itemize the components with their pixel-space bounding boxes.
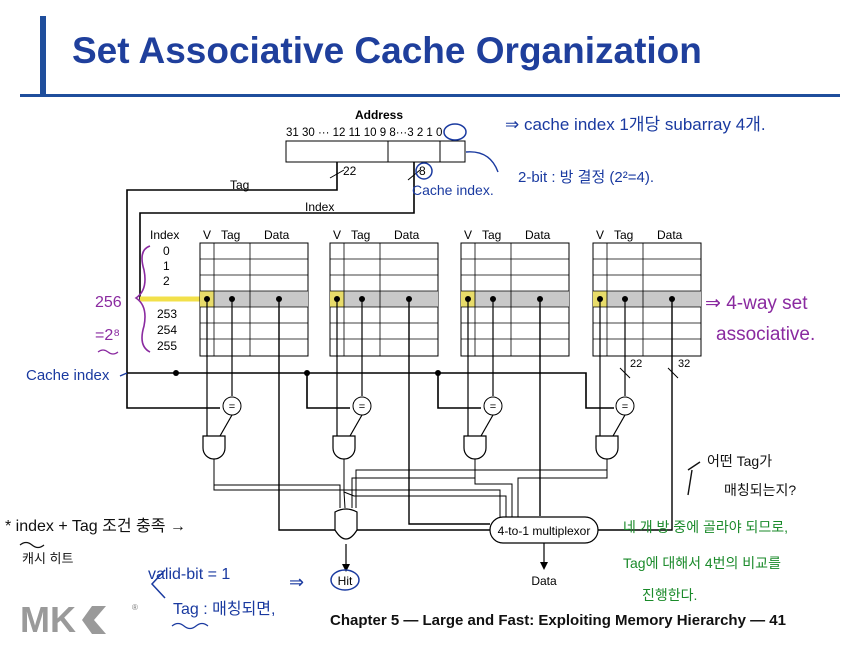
data-output-label: Data — [531, 574, 557, 588]
or-gate — [334, 508, 358, 540]
way-3-data-header: Data — [657, 228, 683, 242]
slide-title: Set Associative Cache Organization — [72, 30, 702, 71]
way-2-data-header: Data — [525, 228, 551, 242]
index-width-circle — [415, 162, 433, 180]
comparator-2-symbol: = — [490, 401, 496, 413]
way-3: V Tag Data — [592, 228, 702, 357]
row-index-253: 253 — [157, 307, 177, 321]
way-1: V Tag Data — [329, 228, 439, 357]
offset-bits-circle — [443, 123, 467, 141]
and-gate-2 — [463, 435, 487, 460]
row-index-254: 254 — [157, 323, 177, 337]
mux-label: 4-to-1 multiplexor — [498, 524, 591, 538]
hit-circle — [330, 569, 360, 591]
logo-text: MK — [20, 599, 76, 640]
way-3-valid-header: V — [596, 228, 604, 242]
tag-wire-label: Tag — [230, 178, 249, 192]
way-0: V Tag Data — [199, 228, 309, 357]
way-select-2: Tag에 대해서 4번의 비교를 — [623, 555, 781, 571]
tag-width: 22 — [343, 164, 357, 178]
way-0-selected-row — [200, 291, 308, 307]
way-2-tag-header: Tag — [482, 228, 501, 242]
tag-match-note: Tag : 매칭되면, — [173, 600, 275, 618]
way-1-valid-header: V — [333, 228, 341, 242]
which-tag-1: 어떤 Tag가 — [707, 453, 772, 469]
way-0-data-header: Data — [264, 228, 290, 242]
eq-2-8: =2⁸ — [95, 327, 120, 344]
comparator-3-symbol: = — [622, 401, 628, 413]
way-2-selected-row — [461, 291, 569, 307]
row-index-2: 2 — [163, 274, 170, 288]
way-note-2: associative. — [716, 324, 815, 345]
logo-k-mark — [82, 606, 106, 634]
way-1-tag-header: Tag — [351, 228, 370, 242]
side-annotations: 256 =2⁸ ⇒ 4-way set associative. * index… — [5, 245, 815, 603]
cache-index-left: Cache index — [26, 367, 110, 384]
two-bit-note: 2-bit : 방 결정 (2²=4). — [518, 169, 654, 186]
way-3-tag-header: Tag — [614, 228, 633, 242]
arrow-to-hit: ⇒ — [289, 572, 304, 592]
publisher-logo: MK ® — [20, 598, 140, 645]
row-index-255: 255 — [157, 339, 177, 353]
title-divider — [20, 94, 840, 97]
index-tag-note: * index + Tag 조건 충족 → — [5, 517, 186, 535]
way-1-data-header: Data — [394, 228, 420, 242]
row-index-0: 0 — [163, 244, 170, 258]
index-width: 8 — [419, 164, 426, 178]
comparator-1-symbol: = — [359, 401, 365, 413]
way-0-tag-header: Tag — [221, 228, 240, 242]
cache-hit-note: 캐시 히트 — [22, 551, 73, 566]
way-select-3: 진행한다. — [642, 587, 697, 603]
row-index-1: 1 — [163, 259, 170, 273]
way-2: V Tag Data — [460, 228, 570, 357]
tag-width-slash — [329, 169, 345, 179]
and-gate-3 — [595, 435, 619, 460]
cache-index-note: ⇒ cache index 1개당 subarray 4개. — [505, 115, 766, 134]
index-wire-label: Index — [305, 200, 334, 214]
title-accent-bar — [40, 16, 46, 94]
address-field — [285, 140, 466, 163]
way-3-selected-row — [593, 291, 701, 307]
comparators: = = = = — [222, 396, 635, 416]
output-tag-width: 22 — [630, 358, 642, 370]
way-note-1: ⇒ 4-way set — [705, 293, 808, 314]
index-width-slash — [407, 169, 421, 181]
address-label: Address — [355, 108, 403, 122]
which-tag-2: 매칭되는지? — [724, 482, 796, 498]
output-data-width: 32 — [678, 358, 690, 370]
way-2-valid-header: V — [464, 228, 472, 242]
num-256: 256 — [95, 294, 122, 311]
and-gate-0 — [202, 435, 226, 460]
address-bit-positions: 31 30 ··· 12 11 10 9 8···3 2 1 0 — [286, 127, 442, 139]
way-0-valid-header: V — [203, 228, 211, 242]
tag-wire — [126, 162, 338, 409]
and-gate-1 — [332, 435, 356, 460]
way-1-selected-row — [330, 291, 438, 307]
logo-registered: ® — [132, 603, 138, 612]
and-gates — [202, 435, 619, 460]
valid-bit-note: valid-bit = 1 — [148, 566, 230, 583]
comparator-0-symbol: = — [229, 401, 235, 413]
blue-annotations: ⇒ cache index 1개당 subarray 4개. 2-bit : 방… — [26, 115, 766, 630]
slide-footer: Chapter 5 — Large and Fast: Exploiting M… — [330, 612, 786, 629]
way-select-1: 네 개 방 중에 골라야 되므로, — [623, 519, 788, 535]
hit-label: Hit — [338, 574, 353, 588]
cache-index-under: Cache index. — [412, 182, 494, 198]
index-column-header: Index — [150, 228, 179, 242]
